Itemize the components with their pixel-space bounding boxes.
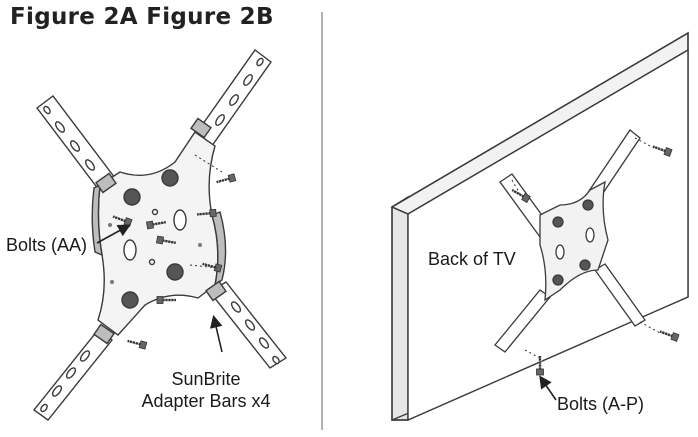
figure-title: Figure 2A Figure 2B <box>10 4 274 30</box>
figure-2a-bolts <box>110 154 238 351</box>
tv-adapter-bar-lower-left <box>494 289 551 353</box>
figure-2a-adapter-assembly <box>32 49 288 421</box>
figure-2b-bolts <box>509 137 681 377</box>
bolts-ap-label: Bolts (A-P) <box>557 394 645 414</box>
adapter-bars-label-line1: SunBrite <box>171 369 241 389</box>
adapter-bars-label: SunBrite Adapter Bars x4 <box>111 368 301 412</box>
figure-2b-adapter-assembly <box>494 129 646 353</box>
tv-adapter-bar-lower-right <box>594 263 646 327</box>
tv-mounting-plate <box>539 180 609 302</box>
back-of-tv-label: Back of TV <box>428 249 516 269</box>
adapter-bars-arrow <box>209 314 223 353</box>
adapter-bar-lower-left <box>32 329 114 421</box>
bolts-ap-arrow <box>539 375 557 401</box>
mounting-plate <box>91 131 227 336</box>
bolts-aa-label: Bolts (AA) <box>6 235 88 255</box>
bolts-aa-arrow <box>96 224 131 244</box>
adapter-bars-label-line2: Adapter Bars x4 <box>141 391 271 411</box>
